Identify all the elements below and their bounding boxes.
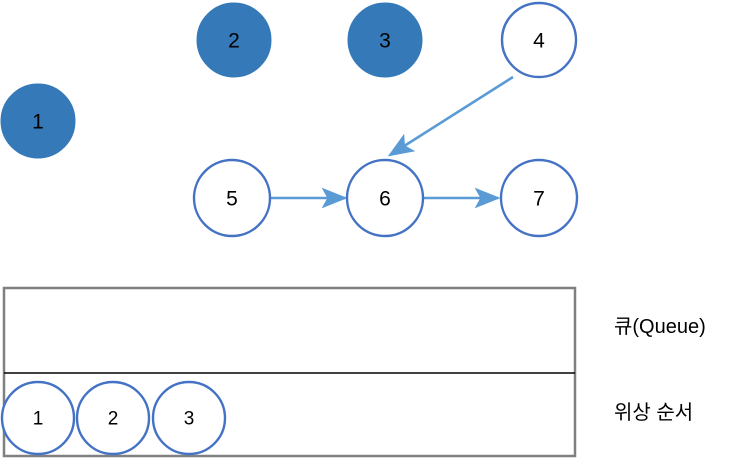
- item-label: 1: [33, 409, 44, 430]
- graph-node-3[interactable]: 3: [347, 2, 423, 78]
- table-row-items: 1 2 3: [0, 380, 227, 456]
- table-item-topological-order-2[interactable]: 2: [75, 380, 151, 456]
- graph-node-7[interactable]: 7: [499, 158, 579, 238]
- table-item-topological-order-1[interactable]: 1: [0, 380, 76, 456]
- node-circle: [347, 2, 423, 78]
- node-label: 3: [379, 30, 391, 53]
- node-circle: [499, 158, 579, 238]
- topological-order-row-label: 위상 순서: [614, 402, 694, 424]
- item-circle: [75, 380, 151, 456]
- graph-node-6[interactable]: 6: [345, 158, 425, 238]
- table-item-topological-order-3[interactable]: 3: [151, 380, 227, 456]
- item-label: 2: [108, 409, 119, 430]
- graph-edges: [271, 75, 514, 209]
- node-circle: [0, 83, 76, 159]
- item-label: 3: [184, 409, 195, 430]
- node-label: 2: [228, 30, 240, 53]
- node-circle: [196, 2, 272, 78]
- graph-node-2[interactable]: 2: [196, 2, 272, 78]
- graph-node-5[interactable]: 5: [192, 158, 272, 238]
- graph-edge-4-to-6: [387, 75, 514, 157]
- node-label: 5: [226, 188, 238, 211]
- item-circle: [151, 380, 227, 456]
- node-circle: [345, 158, 425, 238]
- item-circle: [0, 380, 76, 456]
- graph-node-4[interactable]: 4: [500, 1, 578, 79]
- graph-nodes: 1 2 3 4 5 6 7: [0, 1, 579, 238]
- node-label: 4: [533, 30, 545, 53]
- node-label: 7: [533, 188, 545, 211]
- queue-row-label: 큐(Queue): [614, 316, 706, 338]
- node-circle: [192, 158, 272, 238]
- node-label: 1: [32, 111, 44, 134]
- node-circle: [500, 1, 578, 79]
- node-label: 6: [379, 188, 391, 211]
- graph-node-1[interactable]: 1: [0, 83, 76, 159]
